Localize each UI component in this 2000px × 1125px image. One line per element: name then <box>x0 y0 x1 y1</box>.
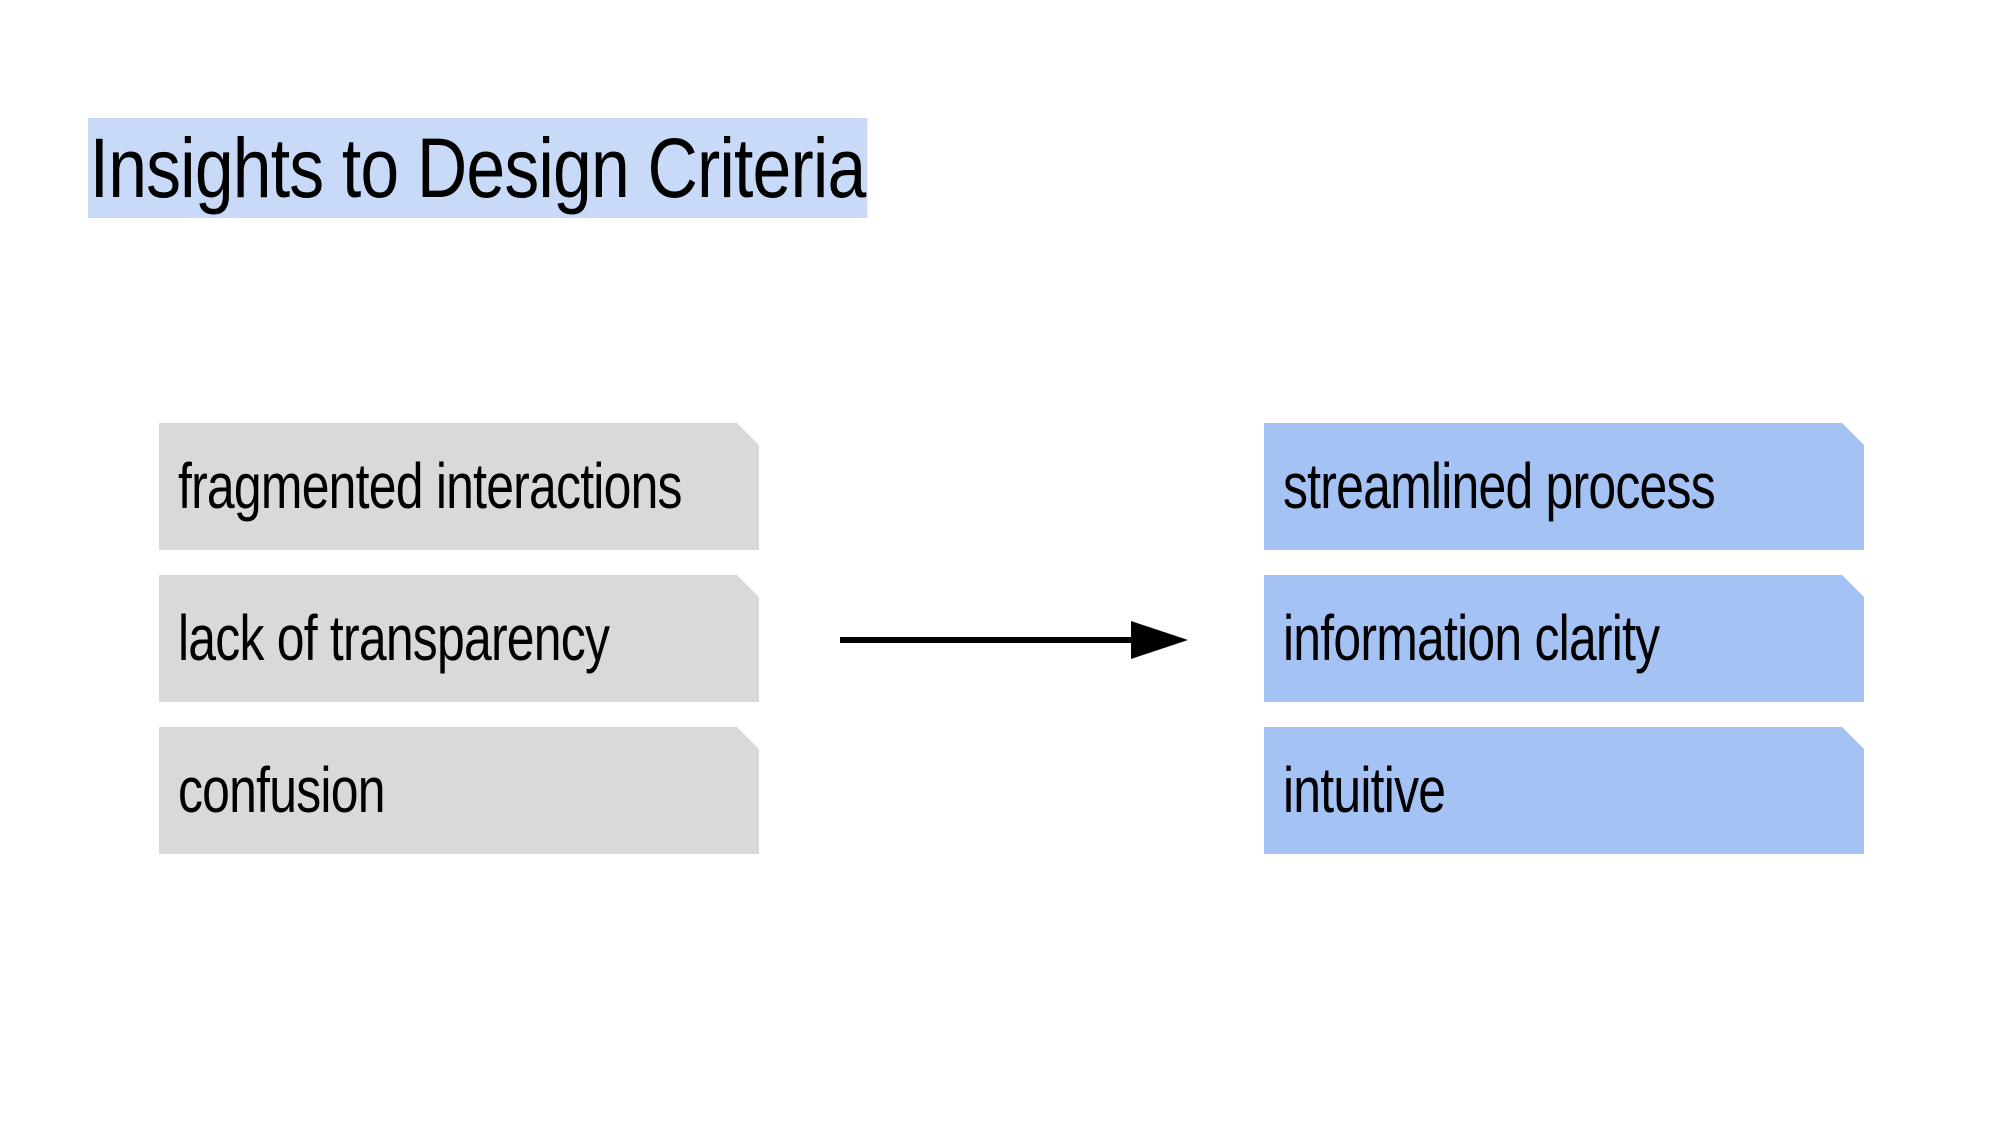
insight-card: lack of transparency <box>159 575 759 702</box>
criteria-label: intuitive <box>1283 754 1446 826</box>
insight-label: confusion <box>178 754 385 826</box>
insight-card: confusion <box>159 727 759 854</box>
insight-label: lack of transparency <box>178 602 610 674</box>
slide-title: Insights to Design Criteria <box>88 118 868 218</box>
criteria-card: intuitive <box>1264 727 1864 854</box>
arrow-right-icon <box>838 618 1190 662</box>
insight-label: fragmented interactions <box>178 450 682 522</box>
insight-card: fragmented interactions <box>159 423 759 550</box>
criteria-label: streamlined process <box>1283 450 1715 522</box>
criteria-card: streamlined process <box>1264 423 1864 550</box>
criteria-label: information clarity <box>1283 602 1660 674</box>
criteria-card: information clarity <box>1264 575 1864 702</box>
